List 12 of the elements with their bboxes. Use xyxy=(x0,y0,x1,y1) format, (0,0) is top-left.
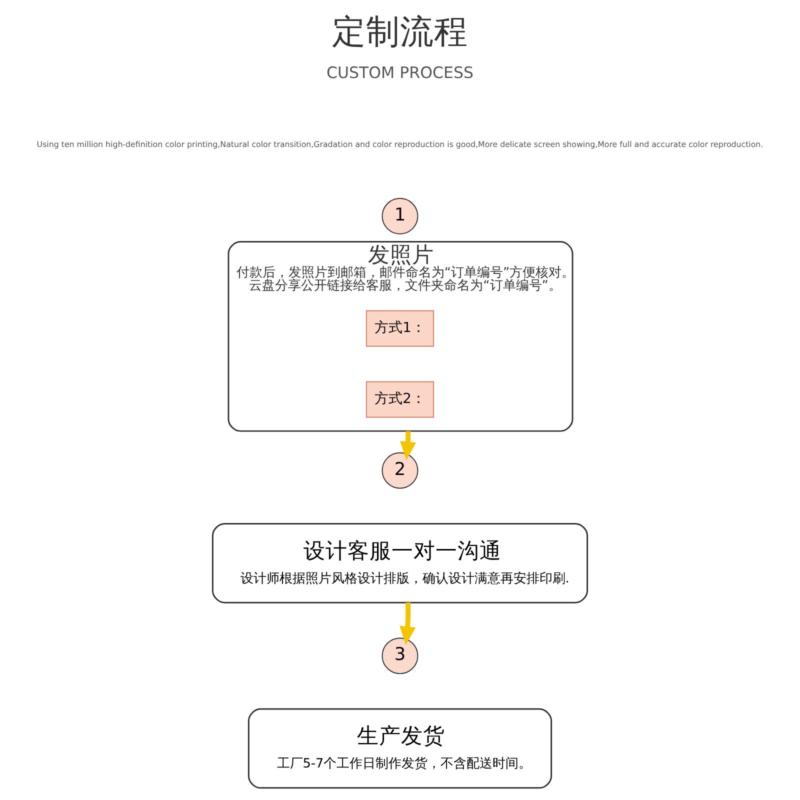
label: CUSTOM PROCESS xyxy=(326,62,474,82)
label: Using ten million high-definition color printing,Natural color transition,Gradation and color reproduction is good,More delicate screen showing,More full and accurate color reproduction. xyxy=(36,140,764,150)
node-circle: 3 xyxy=(382,638,418,674)
diagram-title: 定制流程 xyxy=(332,12,468,51)
node-box: 生产发货 工厂5-7个工作日制作发货，不含配送时间。 xyxy=(248,708,552,789)
arrow xyxy=(400,602,416,646)
node-box: 方式1： xyxy=(366,310,434,347)
node-box: 设计客服一对一沟通 设计师根据照片风格设计排版，确认设计满意再安排印刷. xyxy=(212,522,588,604)
node-circle: 1 xyxy=(382,198,418,234)
node-circle: 2 xyxy=(382,452,418,489)
node-box: 方式2： xyxy=(366,381,434,418)
arrow xyxy=(400,431,416,460)
